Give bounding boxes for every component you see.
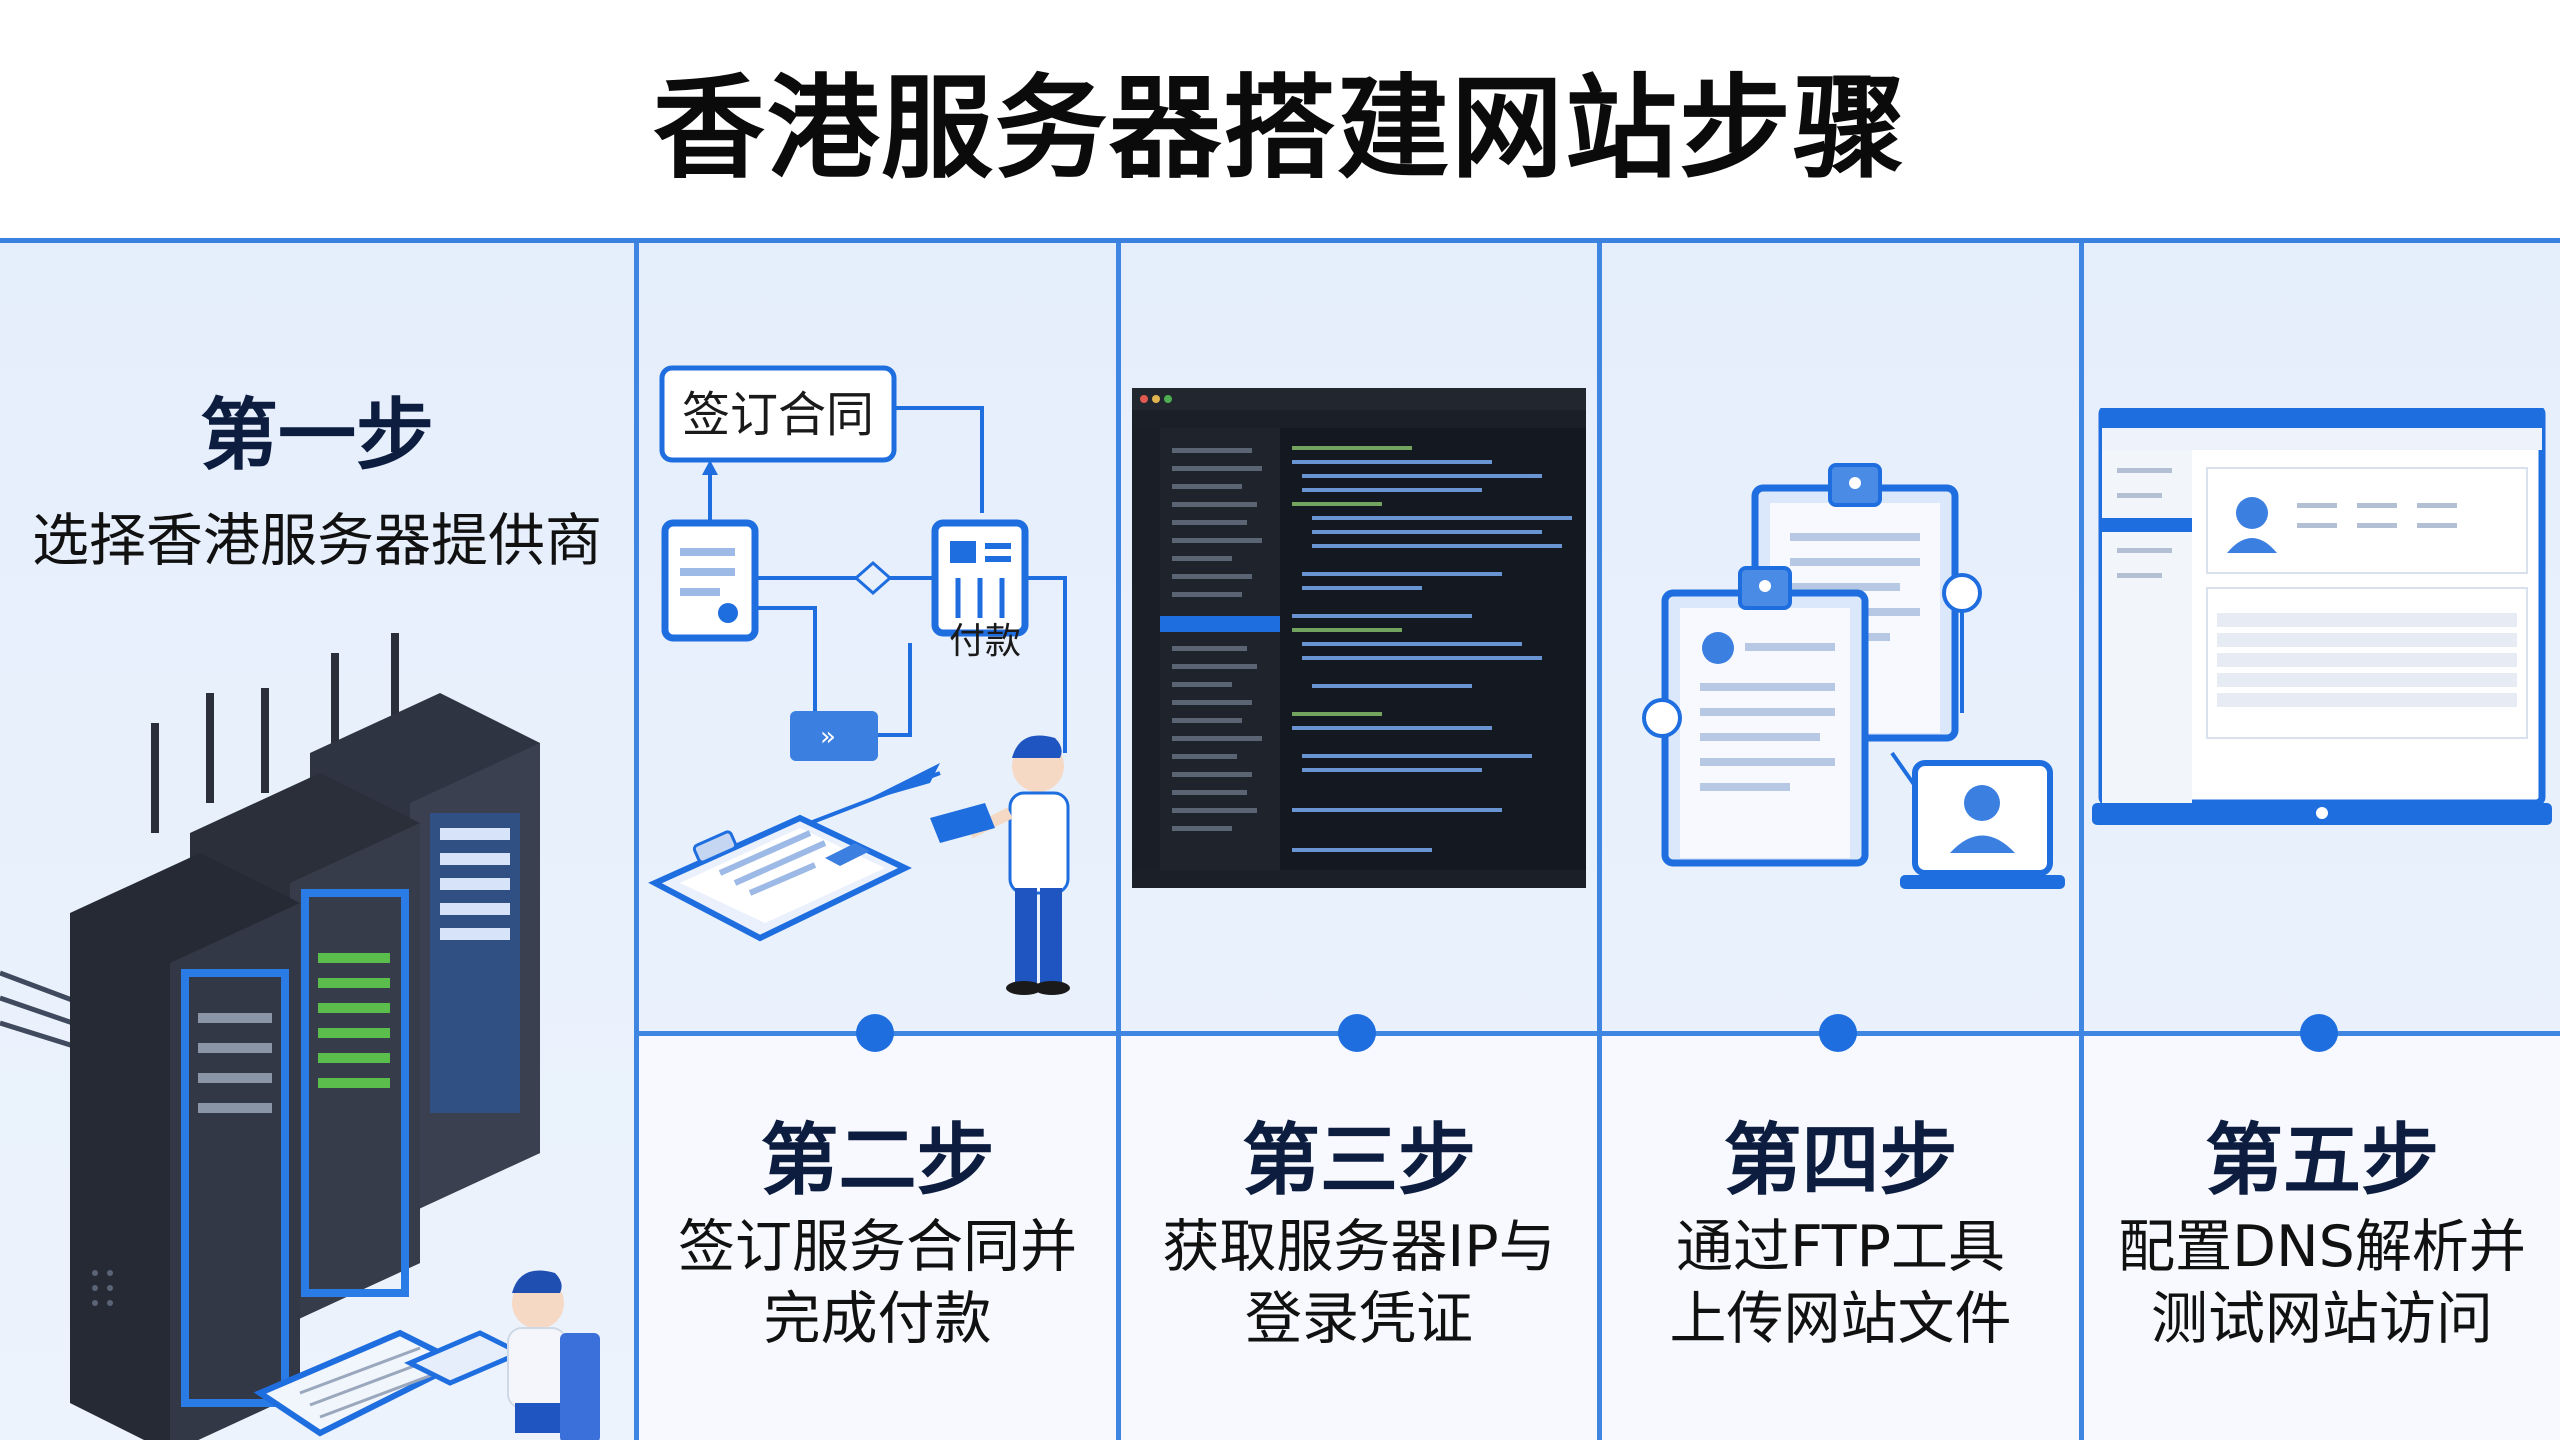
contract-box-label: 签订合同 — [682, 387, 874, 443]
step-marker-dot — [1819, 1014, 1857, 1052]
clipboard-icon — [1642, 463, 2065, 889]
step-5-desc-line: 配置DNS解析并 — [2118, 1214, 2526, 1280]
step-marker-dot — [2300, 1014, 2338, 1052]
step-1-desc: 选择香港服务器提供商 — [32, 508, 602, 574]
step-5-desc-line: 测试网站访问 — [2151, 1286, 2493, 1352]
step-3-title: 第三步 — [1241, 1116, 1476, 1206]
step-2-desc-line: 签订服务合同并 — [678, 1214, 1077, 1280]
step-4-desc-line: 通过FTP工具 — [1676, 1214, 2005, 1280]
divider-vertical — [1597, 243, 1602, 1440]
step-5-desc: 配置DNS解析并 测试网站访问 — [2084, 1211, 2560, 1355]
step-3-desc-line: 获取服务器IP与 — [1162, 1214, 1556, 1280]
step-2-desc-line: 完成付款 — [763, 1286, 992, 1352]
page-title: 香港服务器搭建网站步骤 — [0, 0, 2560, 238]
step-5-title: 第五步 — [2204, 1116, 2439, 1206]
step-2-desc: 签订服务合同并 完成付款 — [639, 1211, 1116, 1355]
step-3-desc: 获取服务器IP与 登录凭证 — [1121, 1211, 1597, 1355]
step-4-desc: 通过FTP工具 上传网站文件 — [1602, 1211, 2079, 1355]
payment-label: 付款 — [949, 621, 1021, 662]
divider-vertical — [2079, 243, 2084, 1440]
step-3-desc-line: 登录凭证 — [1245, 1286, 1473, 1352]
step-4-desc-line: 上传网站文件 — [1669, 1286, 2012, 1352]
contract-icon: 签订合同 付款 » — [648, 365, 1070, 995]
step-marker-dot — [1338, 1014, 1376, 1052]
step-2-title: 第二步 — [760, 1116, 995, 1206]
divider-vertical — [1116, 243, 1121, 1440]
step-1-title: 第一步 — [199, 391, 434, 481]
step-marker-dot — [856, 1014, 894, 1052]
steps-grid: 第一步 选择香港服务器提供商 — [0, 238, 2560, 1440]
server-rack-icon — [0, 633, 600, 1440]
step-4-title: 第四步 — [1723, 1116, 1958, 1206]
svg-text:»: » — [820, 722, 836, 752]
terminal-window-icon — [1132, 388, 1586, 888]
laptop-dashboard-icon — [2092, 408, 2552, 825]
divider-vertical — [634, 243, 639, 1440]
